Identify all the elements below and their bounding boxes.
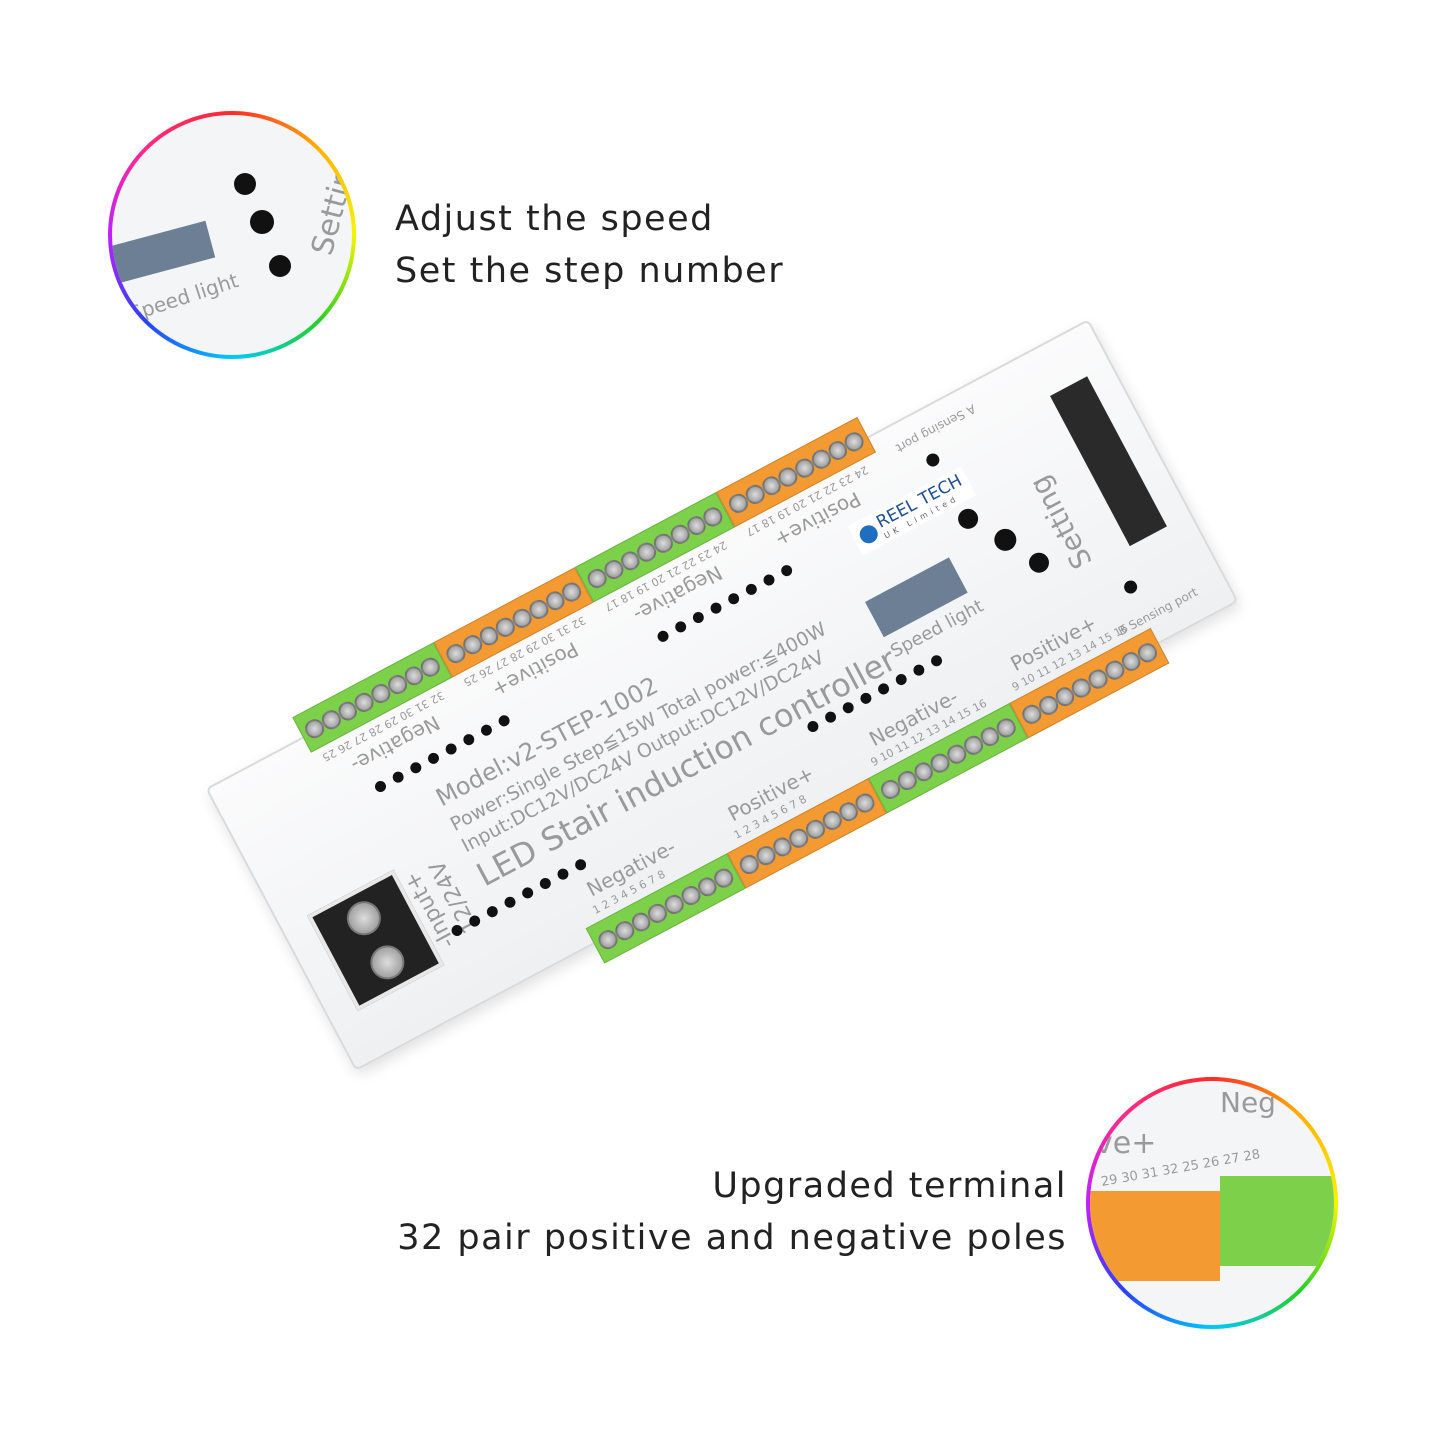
button: [250, 210, 274, 234]
caption-line: Upgraded terminal: [712, 1166, 1067, 1206]
speed-light-label: Speed light: [126, 268, 242, 326]
positive-label: ve+: [1095, 1126, 1157, 1161]
orange-terminal: [1090, 1191, 1220, 1281]
terminal-inset: ve+ Neg 29 30 31 32 25 26 27 28: [1086, 1077, 1338, 1329]
green-terminal: [1220, 1176, 1334, 1266]
negative-label: Neg: [1220, 1086, 1276, 1119]
button: [269, 255, 291, 277]
caption-line: Set the step number: [395, 251, 785, 291]
top-caption: Adjust the speed Set the step number: [395, 193, 784, 297]
setting-buttons-inset: Setting Speed light: [108, 111, 356, 359]
caption-line: Adjust the speed: [395, 199, 714, 239]
button: [234, 173, 256, 195]
bottom-caption: Upgraded terminal 32 pair positive and n…: [397, 1160, 1067, 1264]
logo-icon: [856, 521, 881, 547]
caption-line: 32 pair positive and negative poles: [397, 1218, 1067, 1258]
setting-label: Setting: [304, 146, 352, 259]
led-stair-controller: Negative- 32 31 30 29 28 27 26 25 Positi…: [205, 318, 1239, 1072]
speed-light-display: [112, 220, 216, 284]
